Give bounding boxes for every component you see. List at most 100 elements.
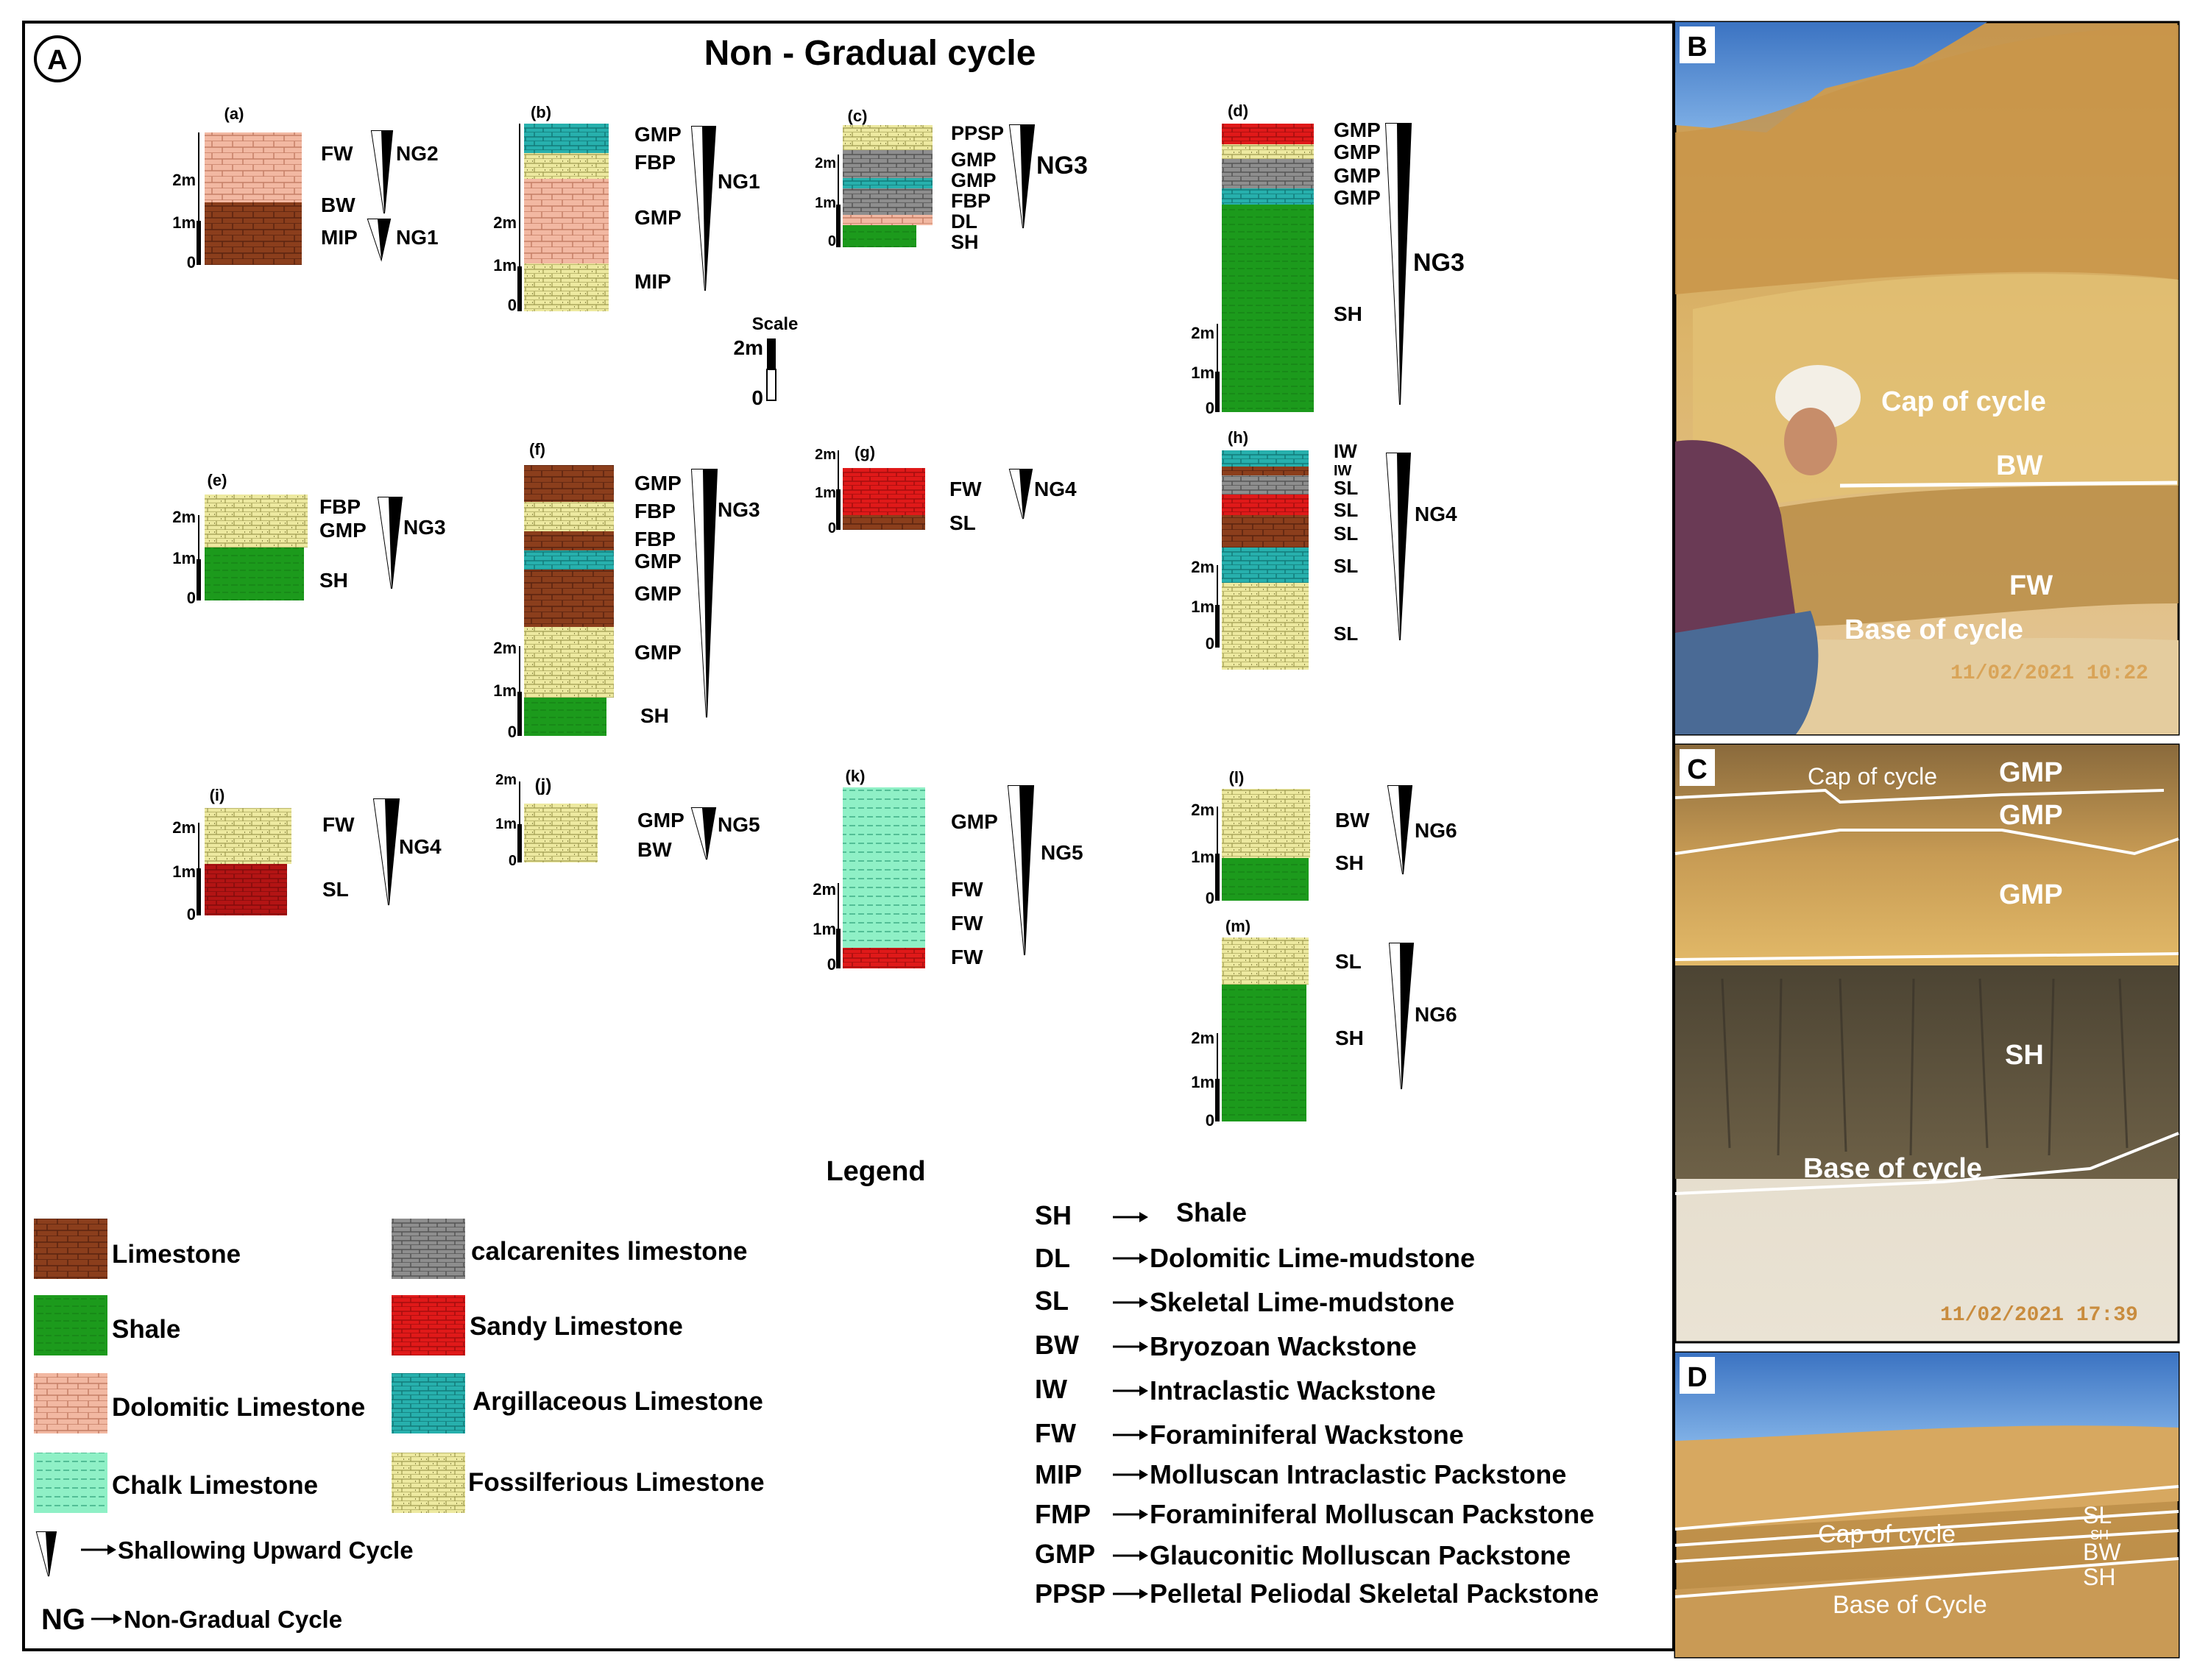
unit-label: SH (1335, 851, 1364, 874)
column-letter: (b) (531, 103, 551, 121)
unit-label: GMP (634, 641, 682, 664)
unit-label: GMP (951, 810, 998, 833)
bed-shale (843, 225, 916, 247)
bed-sandy-limestone (1222, 495, 1309, 515)
abbr-key: SH (1035, 1200, 1072, 1230)
scale-mark: 1m (1191, 364, 1214, 382)
legend-title: Legend (826, 1156, 925, 1187)
photo-b: B Cap of cycle BW FW Base of cycle 11/02… (1674, 21, 2180, 736)
cycle-label: NG3 (1036, 152, 1088, 180)
scale-label: Scale (752, 314, 799, 334)
photo-label: GMP (1999, 757, 2063, 788)
bed-fossiliferous-limestone (843, 125, 933, 150)
unit-label: FBP (634, 528, 676, 550)
column-letter: (c) (848, 107, 868, 125)
legend-label: Shale (112, 1315, 180, 1344)
bed-argillaceous-limestone (1222, 547, 1309, 583)
bed-argillaceous-limestone (1222, 188, 1314, 205)
cycle-label: NG1 (396, 226, 439, 249)
scale-mark: 1m (1191, 848, 1214, 866)
bed-fossiliferous-limestone (1222, 583, 1309, 670)
unit-label: FW (951, 946, 983, 968)
panel-a-letter: A (47, 45, 67, 76)
unit-label: MIP (634, 270, 671, 293)
unit-label: GMP (951, 149, 997, 171)
abbr-meaning: Skeletal Lime-mudstone (1150, 1287, 1454, 1317)
column-letter: (h) (1228, 428, 1248, 447)
bed-fossiliferous-limestone (1222, 938, 1309, 985)
bed-limestone (843, 515, 925, 530)
scale-mark: 1m (815, 195, 836, 211)
column-letter: (j) (535, 776, 552, 795)
bed-fossiliferous-limestone (1222, 144, 1314, 159)
scale-mark: 0 (509, 853, 517, 869)
unit-label: GMP (1334, 186, 1381, 209)
scale-mark: 0 (187, 905, 196, 924)
bed-fossiliferous-limestone (524, 153, 609, 179)
scale-mark: 0 (1206, 889, 1214, 907)
abbr-row: GMP Glauconitic Molluscan Packstone (1035, 1539, 1571, 1570)
photo-label: Cap of cycle (1818, 1520, 1956, 1548)
scale-mark: 2m (172, 171, 196, 189)
abbr-meaning: Bryozoan Wackstone (1150, 1331, 1417, 1361)
bed-calcarenites-limestone (843, 188, 933, 215)
unit-label: GMP (634, 472, 682, 495)
unit-label: SH (1334, 302, 1362, 325)
legend-abbreviations: SH Shale DL Dolomitic Lime-mudstone SL S… (1035, 1197, 1599, 1609)
photo-c: C Cap of cycle GMP GMP GMP SH Base of cy… (1674, 743, 2180, 1344)
legend-label: Limestone (112, 1240, 241, 1269)
legend-label: Fossilferious Limestone (468, 1468, 765, 1497)
bed-dolomitic-limestone (205, 132, 302, 202)
bed-shale (524, 698, 606, 736)
unit-label: SL (322, 878, 349, 901)
abbr-row: IW Intraclastic Wackstone (1035, 1374, 1436, 1406)
bed-fossiliferous-limestone (524, 502, 614, 531)
column-e: (e) 2m 1m 0 FBP GMP SH NG3 (172, 471, 445, 607)
unit-label: SL (1335, 950, 1362, 973)
photo-label: Cap of cycle (1881, 386, 2046, 417)
abbr-key: BW (1035, 1330, 1079, 1360)
abbr-meaning: Molluscan Intraclastic Packstone (1150, 1459, 1566, 1489)
scale-zero: 0 (751, 386, 763, 409)
abbr-key: FMP (1035, 1499, 1091, 1529)
boundary-line (1674, 788, 2165, 804)
bed-limestone (524, 465, 614, 502)
photo-letter: D (1687, 1362, 1707, 1393)
bed-limestone (1222, 515, 1309, 547)
column-c: (c) 2m 1m 0 PPSP GMP GMP FBP DL SH NG3 (815, 107, 1088, 253)
unit-label: FW (951, 912, 983, 935)
scale-mark: 2m (172, 818, 196, 837)
bed-fossiliferous-limestone (1222, 789, 1310, 858)
unit-label: FW (322, 813, 355, 836)
bed-argillaceous-limestone (524, 550, 614, 570)
cycle-label: NG5 (1041, 841, 1083, 864)
photo-label: BW (1996, 450, 2042, 481)
photo-label: SL (2083, 1502, 2112, 1528)
unit-label: PPSP (951, 122, 1004, 144)
scale-mark: 2m (1191, 1029, 1214, 1047)
scale-mark: 2m (495, 772, 517, 788)
scale-mark: 2m (815, 155, 836, 171)
scale-mark: 2m (815, 447, 836, 463)
legend-label: calcarenites limestone (471, 1237, 747, 1266)
scale-mark: 1m (1191, 598, 1214, 616)
abbr-row: SH Shale (1035, 1197, 1247, 1230)
bed-limestone (1222, 467, 1309, 475)
legend-swatch-fossiliferous (392, 1453, 465, 1513)
unit-label: FW (321, 142, 353, 165)
legend-label: Sandy Limestone (470, 1312, 683, 1341)
scale-mark: 1m (172, 213, 196, 232)
unit-label: MIP (321, 226, 358, 249)
scale-mark: 0 (1206, 634, 1214, 653)
bed-calcarenites-limestone (843, 150, 933, 178)
abbr-row: PPSP Pelletal Peliodal Skeletal Packston… (1035, 1578, 1599, 1609)
bed-fossiliferous-limestone (524, 627, 614, 698)
abbr-key: FW (1035, 1418, 1076, 1448)
bed-dolomitic-limestone (843, 215, 933, 225)
scale-mark: 2m (1191, 558, 1214, 576)
unit-label: FBP (634, 151, 676, 174)
panel-a-title: Non - Gradual cycle (704, 34, 1036, 73)
scale-mark: 0 (508, 296, 517, 314)
photo-d: D Cap of cycle SL SH BW SH Base of Cycle (1674, 1351, 2180, 1659)
unit-label: GMP (634, 206, 682, 229)
